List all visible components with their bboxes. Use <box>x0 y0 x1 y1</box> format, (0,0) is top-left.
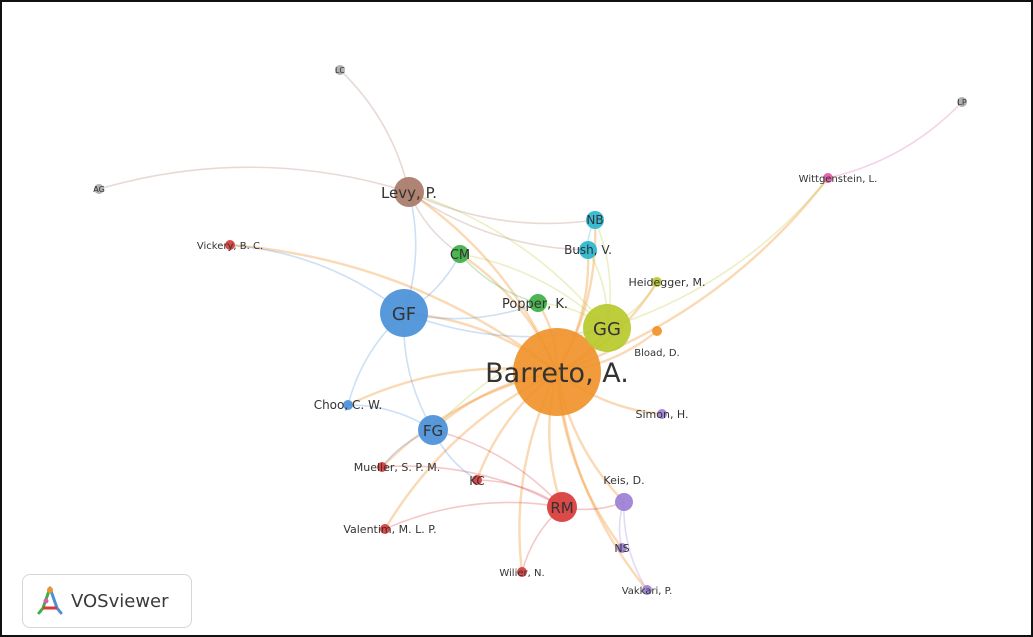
node-gg[interactable] <box>583 304 631 352</box>
node-label-ag[interactable]: AG <box>93 185 105 194</box>
edge-levy-lc <box>339 69 410 193</box>
node-label-valentim[interactable]: Valentim, M. L. P. <box>343 523 436 536</box>
node-label-vickery[interactable]: Vickery, B. C. <box>197 241 263 252</box>
node-bload[interactable] <box>652 326 662 336</box>
edge-keis-vakkari <box>623 501 648 591</box>
edge-rm-mueller <box>381 465 563 508</box>
node-label-heidegger[interactable]: Heidegger, M. <box>628 276 705 289</box>
node-label-ns[interactable]: NS <box>614 542 629 555</box>
edge-barreto-vickery <box>229 243 558 373</box>
node-label-wilier[interactable]: Wilier, N. <box>499 568 544 579</box>
node-heidegger[interactable] <box>652 277 662 287</box>
node-simon[interactable] <box>657 409 667 419</box>
node-label-cm[interactable]: CM <box>450 248 470 263</box>
node-label-simon[interactable]: Simon, H. <box>635 408 688 421</box>
node-label-mueller[interactable]: Mueller, S. P. M. <box>354 461 441 474</box>
node-ag[interactable] <box>94 184 104 194</box>
node-label-bload[interactable]: Bload, D. <box>634 348 679 359</box>
node-label-nb[interactable]: NB <box>586 213 603 227</box>
edge-gf-vickery <box>229 244 405 314</box>
node-lc[interactable] <box>335 65 345 75</box>
node-label-lc[interactable]: LC <box>335 66 345 75</box>
node-keis[interactable] <box>615 493 633 511</box>
node-label-gf[interactable]: GF <box>392 304 416 325</box>
logo-text: VOSviewer <box>71 590 169 612</box>
node-label-gg[interactable]: GG <box>593 319 621 340</box>
node-rm[interactable] <box>547 492 577 522</box>
edge-gf-gg <box>403 312 608 338</box>
node-levy[interactable] <box>394 177 424 207</box>
node-wittgenstein[interactable] <box>823 173 833 183</box>
node-fg[interactable] <box>418 415 448 445</box>
edge-levy-bush <box>408 191 589 251</box>
edge-layer <box>98 69 963 591</box>
edge-rm-fg <box>432 429 563 508</box>
node-label-bush[interactable]: Bush, V. <box>564 243 612 257</box>
node-label-rm[interactable]: RM <box>550 499 573 517</box>
edge-gg-wittgenstein <box>606 177 829 329</box>
edge-barreto-wittgenstein <box>556 177 829 374</box>
edge-gg-levy <box>408 191 608 329</box>
node-label-keis[interactable]: Keis, D. <box>603 474 644 487</box>
edge-levy-ag <box>98 166 410 193</box>
node-label-wittgenstein[interactable]: Wittgenstein, L. <box>799 174 878 185</box>
node-kc[interactable] <box>472 475 482 485</box>
node-label-popper[interactable]: Popper, K. <box>502 297 568 312</box>
vosviewer-logo-icon <box>37 586 63 615</box>
edge-cm-popper <box>459 253 539 304</box>
node-ns[interactable] <box>617 543 627 553</box>
node-label-vakkari[interactable]: Vakkari, P. <box>622 586 673 597</box>
node-layer <box>94 65 967 595</box>
node-vakkari[interactable] <box>642 585 652 595</box>
node-mueller[interactable] <box>377 462 387 472</box>
node-popper[interactable] <box>529 294 547 312</box>
node-gf[interactable] <box>380 289 428 337</box>
node-label-choo[interactable]: Choo, C. W. <box>314 398 383 412</box>
node-label-barreto[interactable]: Barreto, A. <box>485 358 629 389</box>
label-layer: Barreto, A. GG GF FG RM Levy, P. CM Popper, K. N… <box>93 66 967 597</box>
node-vickery[interactable] <box>225 240 235 250</box>
node-nb[interactable] <box>586 211 604 229</box>
node-wilier[interactable] <box>517 567 527 577</box>
node-lp[interactable] <box>957 97 967 107</box>
node-barreto[interactable] <box>513 328 601 416</box>
node-label-levy[interactable]: Levy, P. <box>381 184 437 202</box>
edge-gg-fg <box>432 327 608 431</box>
node-choo[interactable] <box>343 400 353 410</box>
node-valentim[interactable] <box>380 524 390 534</box>
vosviewer-logo: VOSviewer <box>22 574 192 628</box>
node-label-lp[interactable]: LP <box>957 98 966 107</box>
node-label-kc[interactable]: KC <box>469 474 485 488</box>
edge-rm-valentim <box>384 501 563 530</box>
node-label-fg[interactable]: FG <box>423 422 443 440</box>
node-bush[interactable] <box>579 241 597 259</box>
edge-levy-nb <box>408 191 596 225</box>
edge-wittgenstein-lp <box>827 101 963 179</box>
node-cm[interactable] <box>451 245 469 263</box>
